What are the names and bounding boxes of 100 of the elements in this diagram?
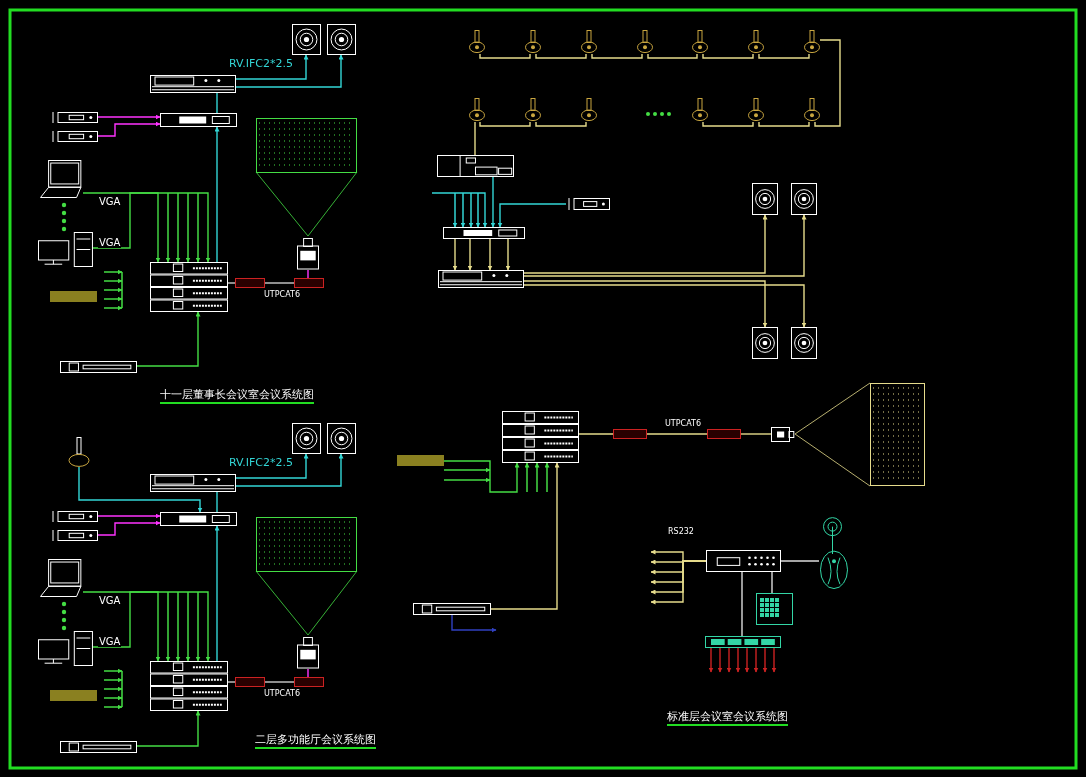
signal-arrow <box>136 710 201 747</box>
signal-arrow <box>523 214 807 277</box>
signal-arrow <box>505 238 511 271</box>
projection-screen <box>256 118 357 173</box>
section-label: 标准层会议室会议系统图 <box>667 711 788 727</box>
signal-arrow <box>235 54 309 80</box>
audio-processor-drawing <box>443 227 525 239</box>
signal-arrow <box>214 525 220 662</box>
signal-arrow <box>762 647 768 673</box>
signal-arrow <box>97 520 161 536</box>
signal-arrow <box>735 647 741 673</box>
signal-arrow <box>443 460 520 493</box>
touch-panel-drawing <box>756 593 793 625</box>
edge-label: UTPCAT6 <box>664 420 702 429</box>
projection-screen <box>870 383 925 486</box>
projector-drawing <box>297 637 319 669</box>
label-plate <box>397 455 444 466</box>
signal-arrow <box>235 453 344 487</box>
delegate-microphone-drawing <box>804 98 820 122</box>
signal-arrow <box>92 591 161 662</box>
laptop-drawing <box>40 160 83 198</box>
signal-arrow <box>97 121 161 137</box>
cable-line <box>474 121 476 156</box>
wireless-receiver-drawing <box>50 530 98 541</box>
cable-line <box>479 53 531 59</box>
cable-line <box>535 121 587 127</box>
conference-host-drawing <box>437 155 514 177</box>
wireless-receiver-drawing <box>50 112 98 123</box>
power-strip-drawing <box>705 636 781 648</box>
player-drawing <box>413 603 491 615</box>
signal-arrow <box>726 647 732 673</box>
gooseneck-microphone-drawing <box>68 437 90 467</box>
laptop-drawing <box>40 559 83 597</box>
edge-label: UTPCAT6 <box>263 690 301 699</box>
signal-arrow <box>452 238 458 271</box>
projector-drawing <box>771 427 795 442</box>
mixer-drawing <box>160 113 237 127</box>
delegate-microphone-drawing <box>748 98 764 122</box>
power-amplifier-drawing <box>150 474 236 492</box>
player-drawing <box>60 361 137 373</box>
delegate-microphone-drawing <box>804 30 820 54</box>
computer-drawing <box>38 232 93 267</box>
cable-line <box>535 53 587 59</box>
cable-line <box>702 53 754 59</box>
edge-label: UTPCAT6 <box>263 291 301 300</box>
speaker-drawing <box>327 423 356 454</box>
signal-converter-box <box>294 677 324 687</box>
speaker-drawing <box>292 24 321 55</box>
cable-line <box>741 571 743 637</box>
signal-arrow <box>523 280 768 328</box>
cable-line <box>307 269 309 279</box>
speaker-drawing <box>752 327 778 359</box>
cable-line <box>227 681 236 683</box>
cable-line <box>307 668 309 678</box>
cable-line <box>780 560 820 562</box>
cable-line <box>479 121 531 127</box>
delegate-microphone-drawing <box>469 30 485 54</box>
delegate-microphone-drawing <box>469 98 485 122</box>
signal-label: RS232 <box>668 528 694 537</box>
cable-line <box>227 282 236 284</box>
signal-converter-box <box>613 429 647 439</box>
wireless-receiver-drawing <box>566 198 610 210</box>
speaker-drawing <box>327 24 356 55</box>
delegate-microphone-drawing <box>692 98 708 122</box>
signal-converter-box <box>294 278 324 288</box>
delegate-microphone-drawing <box>581 98 597 122</box>
edge-label: VGA <box>98 237 122 248</box>
wireless-receiver-drawing <box>50 131 98 142</box>
delegate-microphone-drawing <box>748 30 764 54</box>
label-plate <box>50 291 97 302</box>
signal-arrow <box>97 114 161 120</box>
signal-arrow <box>451 614 497 633</box>
signal-arrow <box>92 192 161 263</box>
power-amplifier-drawing <box>438 270 524 288</box>
signal-converter-box <box>235 278 265 288</box>
cable-line <box>216 491 218 513</box>
matrix-switcher-drawing <box>150 661 228 711</box>
delegate-microphone-drawing <box>525 98 541 122</box>
delegate-microphone-drawing <box>637 30 653 54</box>
cable-line <box>758 53 810 59</box>
signal-arrow <box>235 54 344 88</box>
section-label: 十一层董事长会议室会议系统图 <box>160 389 314 405</box>
cable-line <box>647 53 698 59</box>
signal-arrow <box>82 192 211 263</box>
signal-arrow <box>431 192 488 228</box>
signal-arrow <box>490 176 496 228</box>
signal-arrow <box>708 647 714 673</box>
signal-arrow <box>235 453 309 479</box>
mixer-drawing <box>160 512 237 526</box>
signal-arrow <box>97 513 161 519</box>
cable-line <box>264 681 295 683</box>
cable-line <box>264 282 295 284</box>
projector-drawing <box>297 238 319 270</box>
power-amplifier-drawing <box>150 75 236 93</box>
player-drawing <box>60 741 137 753</box>
cable-line <box>578 433 614 435</box>
cable-line <box>702 121 754 127</box>
cable-line <box>771 571 773 594</box>
signal-arrow <box>744 647 750 673</box>
cable-line <box>646 433 708 435</box>
